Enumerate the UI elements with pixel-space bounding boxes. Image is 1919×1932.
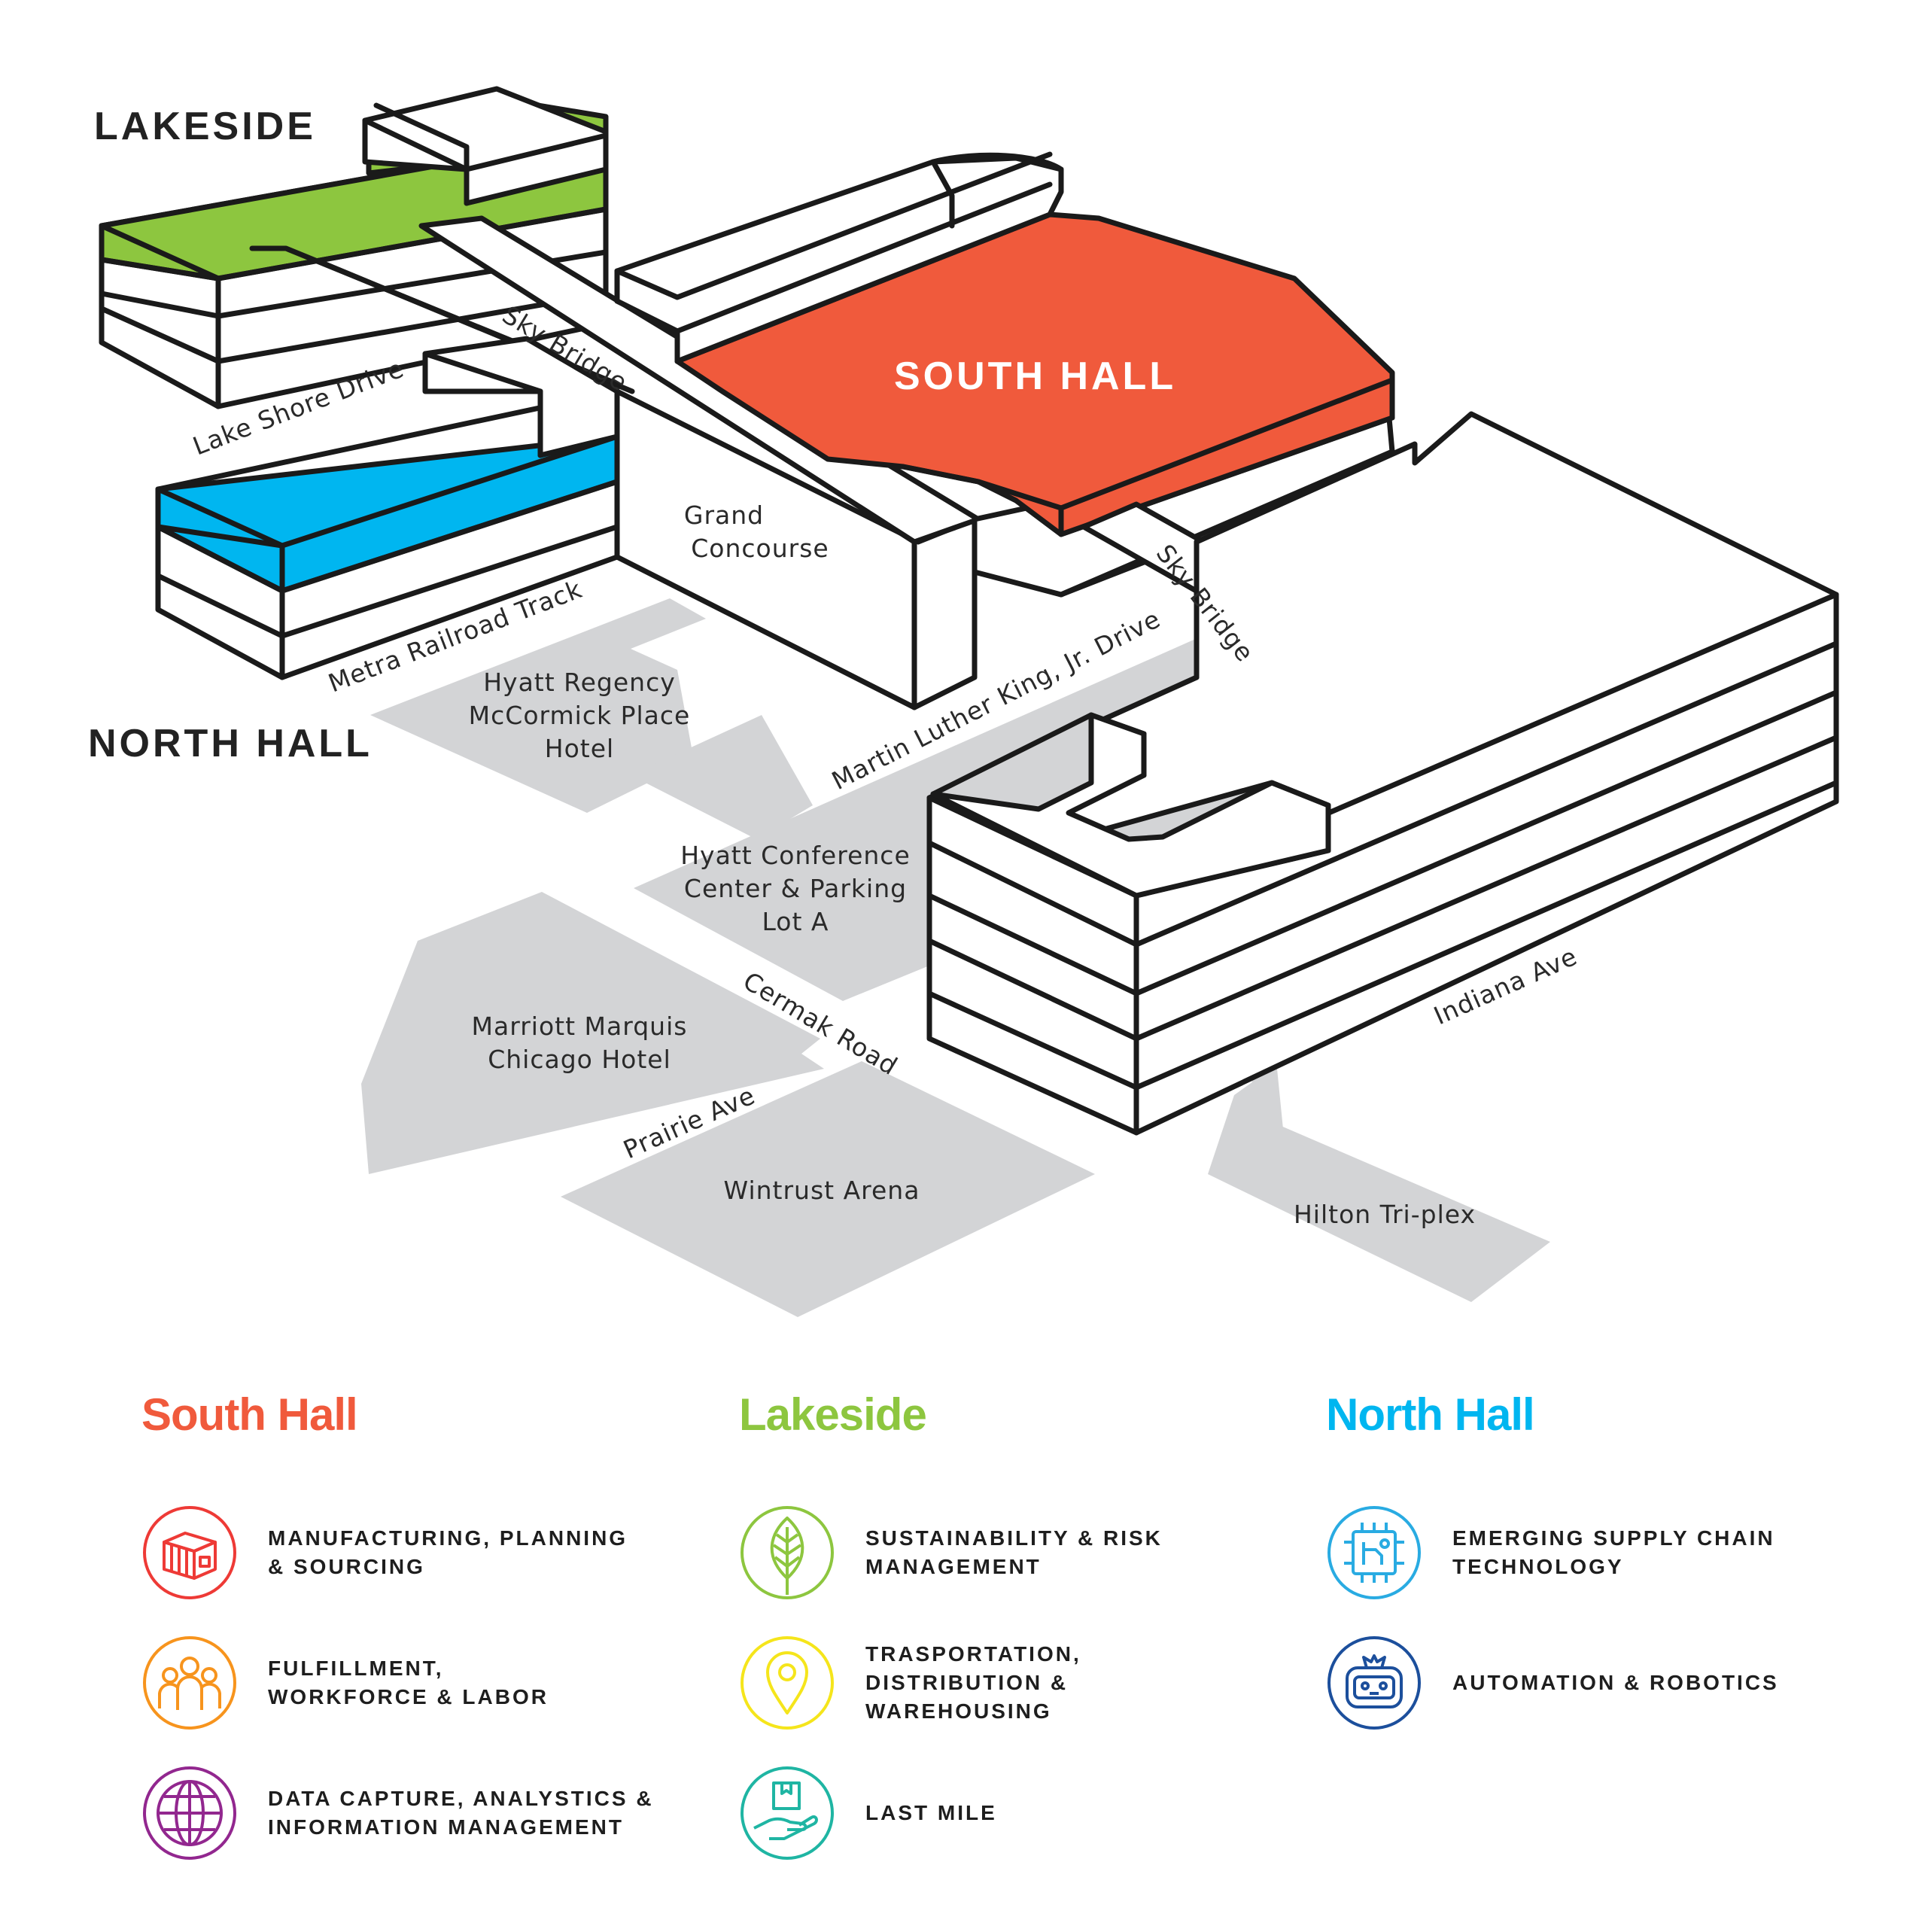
people-icon [143,1636,236,1730]
legend-item: TRASPORTATION, DISTRIBUTION & WAREHOUSIN… [739,1630,1311,1736]
legend-item: SUSTAINABILITY & RISK MANAGEMENT [739,1500,1311,1605]
globe-icon [143,1766,236,1860]
hand-package-icon [741,1766,834,1860]
legend-south-hall: South Hall MANUFACTURING, PLANNING & SOU… [141,1389,713,1891]
hilton-block [1208,1076,1550,1302]
legend-lakeside: Lakeside SUSTAINABILITY & RISK MANAGEMEN… [739,1389,1311,1891]
legend-item: FULFILLMENT, WORKFORCE & LABOR [141,1630,713,1736]
marriott-label: Marriott Marquis [472,1012,688,1041]
legend-item: LAST MILE [739,1760,1311,1866]
legend-item-label: DATA CAPTURE, ANALYSTICS & INFORMATION M… [268,1787,654,1839]
legend-item-label: EMERGING SUPPLY CHAIN TECHNOLOGY [1452,1526,1775,1578]
legend-item: DATA CAPTURE, ANALYSTICS & INFORMATION M… [141,1760,713,1866]
legend-item-label: TRASPORTATION, DISTRIBUTION & WAREHOUSIN… [865,1642,1081,1723]
grand-concourse-label: Grand [684,500,764,530]
north-hall-building [155,336,620,680]
legend-item: MANUFACTURING, PLANNING & SOURCING [141,1500,713,1605]
leaf-icon [741,1506,834,1599]
wintrust-block [561,1061,1095,1317]
legend-item-label: SUSTAINABILITY & RISK MANAGEMENT [865,1526,1163,1578]
legend-item: AUTOMATION & ROBOTICS [1326,1630,1898,1736]
legend-item-label: LAST MILE [865,1801,997,1824]
legend-item-label: MANUFACTURING, PLANNING & SOURCING [268,1526,628,1578]
hyatt-conference-label-3: Lot A [762,907,829,936]
circuit-chip-icon [1327,1506,1421,1599]
legend-north-hall: North Hall EMERGING SUPPLY CHAIN TECHNOL… [1326,1389,1898,1760]
lakeside-building [99,86,635,409]
hyatt-regency-label-3: Hotel [545,734,614,763]
south-hall-label: SOUTH HALL [894,354,1176,398]
hyatt-regency-block [370,598,706,813]
legend-item-label: FULFILLMENT, WORKFORCE & LABOR [268,1657,549,1708]
grand-concourse-label-2: Concourse [691,534,829,563]
east-building [926,411,1839,1136]
wintrust-arena-label: Wintrust Arena [724,1176,920,1205]
campus-map: LAKESIDE NORTH HALL SOUTH HALL Sky Bridg… [88,86,1839,1317]
north-hall-label: NORTH HALL [88,722,373,765]
legend-title-north-hall: North Hall [1326,1389,1535,1440]
lakeside-label: LAKESIDE [94,105,316,148]
hyatt-regency-label-2: McCormick Place [469,701,691,730]
hyatt-conference-label-2: Center & Parking [684,874,907,903]
hyatt-regency-label: Hyatt Regency [483,668,676,697]
connector-block [631,715,813,839]
hilton-triplex-label: Hilton Tri-plex [1294,1200,1476,1229]
legend-title-south-hall: South Hall [141,1389,358,1440]
boxes-icon [143,1506,236,1599]
legend-item: EMERGING SUPPLY CHAIN TECHNOLOGY [1326,1500,1898,1605]
marriott-label-2: Chicago Hotel [488,1045,671,1074]
location-pin-icon [741,1636,834,1730]
marriott-block [361,892,824,1174]
legend-item-label: AUTOMATION & ROBOTICS [1452,1671,1779,1694]
hyatt-conference-label: Hyatt Conference [680,841,911,870]
legend-title-lakeside: Lakeside [739,1389,927,1440]
robot-icon [1327,1636,1421,1730]
